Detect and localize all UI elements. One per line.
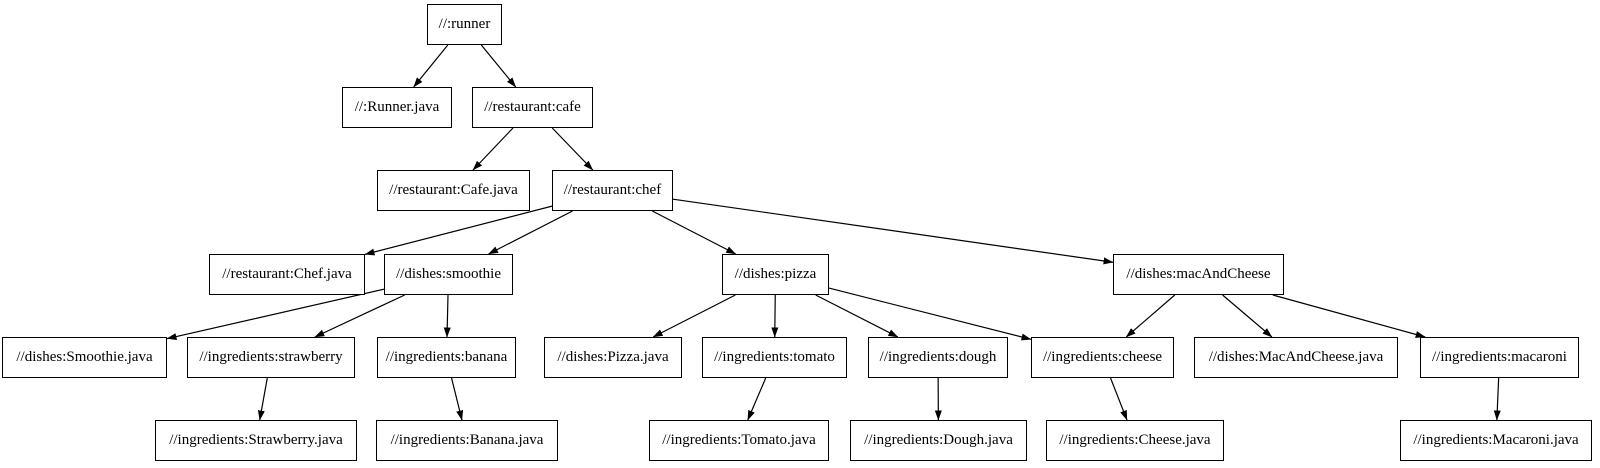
edge-macandcheese-to-cheese [1125,294,1176,338]
graph-node-banana: //ingredients:banana [377,337,516,378]
graph-node-label: //ingredients:Cheese.java [1059,432,1211,448]
graph-node-label: //ingredients:strawberry [199,349,343,365]
graph-node-macaroni: //ingredients:macaroni [1420,337,1579,378]
graph-node-label: //dishes:pizza [734,266,817,282]
graph-node-label: //ingredients:Macaroni.java [1413,432,1579,448]
graph-node-chef: //restaurant:chef [552,170,673,211]
graph-node-label: //ingredients:tomato [714,349,835,365]
graph-node-smoothie: //dishes:smoothie [384,254,513,295]
graph-node-label: //dishes:macAndCheese [1126,266,1271,282]
graph-node-label: //ingredients:macaroni [1432,349,1567,365]
graph-node-strawberry: //ingredients:strawberry [187,337,355,378]
graph-node-label: //ingredients:cheese [1042,349,1163,365]
edge-chef-to-macandcheese [672,198,1114,265]
graph-node-label: //dishes:smoothie [396,266,501,282]
edge-pizza-to-tomato [771,294,779,338]
graph-node-macaroni_java: //ingredients:Macaroni.java [1400,420,1592,461]
graph-node-label: //ingredients:Tomato.java [662,432,816,448]
graph-node-label: //ingredients:dough [879,349,997,365]
graph-node-chef_java: //restaurant:Chef.java [209,254,365,295]
graph-node-smoothie_java: //dishes:Smoothie.java [2,337,167,378]
graph-node-label: //restaurant:cafe [484,99,581,115]
edge-smoothie-to-smoothie_java [166,288,385,340]
graph-node-runner_java: //:Runner.java [342,87,452,128]
graph-node-label: //restaurant:Cafe.java [389,182,518,198]
graph-node-cafe_java: //restaurant:Cafe.java [377,170,530,211]
graph-node-macandcheese_java: //dishes:MacAndCheese.java [1194,337,1398,378]
graph-node-label: //:runner [438,16,491,32]
graph-node-label: //ingredients:Dough.java [864,432,1013,448]
graph-node-macandcheese: //dishes:macAndCheese [1113,254,1284,295]
graph-node-label: //dishes:Smoothie.java [16,349,153,365]
graph-node-label: //ingredients:Strawberry.java [169,432,343,448]
graph-node-label: //restaurant:Chef.java [222,266,352,282]
edge-chef-to-chef_java [364,205,553,256]
graph-node-pizza: //dishes:pizza [722,254,829,295]
edge-chef-to-smoothie [488,210,573,255]
graph-node-tomato_java: //ingredients:Tomato.java [649,420,829,461]
edge-pizza-to-cheese [828,287,1032,341]
graph-node-tomato: //ingredients:tomato [702,337,847,378]
graph-node-label: //:Runner.java [354,99,440,115]
edge-pizza-to-pizza_java [652,294,736,338]
edge-banana-to-banana_java [450,377,464,421]
edge-macandcheese-to-macaroni [1272,294,1426,338]
graph-node-pizza_java: //dishes:Pizza.java [544,337,682,378]
graph-node-label: //dishes:MacAndCheese.java [1208,349,1384,365]
edge-macaroni-to-macaroni_java [1493,377,1501,421]
graph-node-cheese_java: //ingredients:Cheese.java [1046,420,1224,461]
edge-cafe-to-chef [551,127,594,171]
graph-node-cafe: //restaurant:cafe [472,87,593,128]
edge-smoothie-to-banana [443,294,451,338]
graph-node-cheese: //ingredients:cheese [1031,337,1174,378]
edge-cheese-to-cheese_java [1109,377,1128,421]
edge-pizza-to-dough [815,294,899,338]
graph-node-strawberry_java: //ingredients:Strawberry.java [155,420,357,461]
graph-node-label: //restaurant:chef [563,182,662,198]
graph-node-label: //dishes:Pizza.java [557,349,669,365]
graph-node-runner: //:runner [427,4,502,45]
edge-tomato-to-tomato_java [747,377,767,421]
graph-node-banana_java: //ingredients:Banana.java [376,420,558,461]
edge-smoothie-to-strawberry [314,294,405,338]
graph-node-label: //ingredients:banana [385,349,508,365]
edge-strawberry-to-strawberry_java [257,377,268,421]
graph-node-dough: //ingredients:dough [868,337,1008,378]
graph-node-dough_java: //ingredients:Dough.java [850,420,1027,461]
edge-runner-to-runner_java [413,44,449,88]
graph-node-label: //ingredients:Banana.java [390,432,544,448]
edge-cafe-to-cafe_java [472,127,514,171]
edge-runner-to-cafe [480,44,517,88]
edge-macandcheese-to-macandcheese_java [1222,294,1273,338]
edge-chef-to-pizza [652,210,737,255]
